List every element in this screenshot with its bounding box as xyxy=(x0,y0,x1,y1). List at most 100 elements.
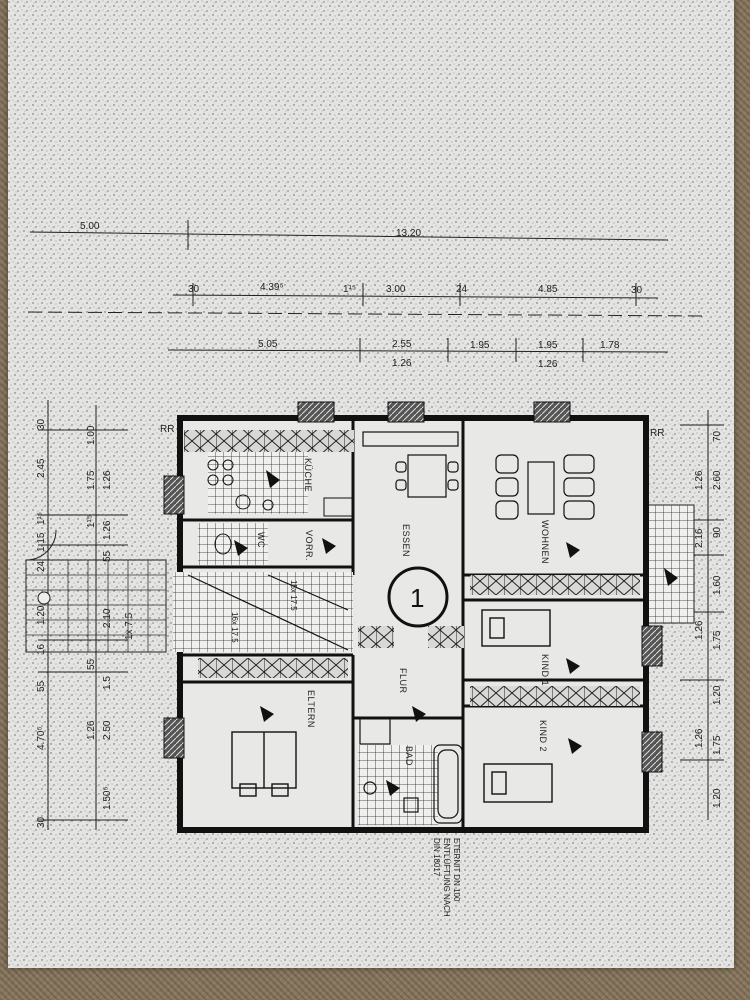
dim-row2-3: 3.00 xyxy=(386,284,406,295)
note-line-2: ENTLÜFTUNG NACH xyxy=(442,838,451,917)
dim-row2-2: 1¹⁵ xyxy=(343,284,356,295)
dim-right-0: 70 xyxy=(712,430,723,442)
bath-tiles xyxy=(358,745,438,825)
dim-top-13-20: 13.20 xyxy=(396,228,421,239)
dim-right-8: 1.20 xyxy=(712,685,723,705)
room-labels: KÜCHE WC VORR. ESSEN WOHNEN KIND 1 KIND … xyxy=(230,458,550,766)
room-kind1: KIND 1 xyxy=(540,654,550,686)
window-top-2 xyxy=(387,401,425,423)
dim-left-inner-9: 1.5 xyxy=(102,676,113,690)
dim-left-8: 4.70⁵ xyxy=(36,726,47,750)
column-1 xyxy=(358,626,394,648)
dim-right-11: 1.20 xyxy=(712,788,723,808)
dim-left-4: 24 xyxy=(36,560,47,572)
dim-right-6: 1.26 xyxy=(694,620,705,640)
dim-left-3: 1.15 xyxy=(36,532,47,552)
room-eltern: ELTERN xyxy=(306,690,316,728)
window-top-1 xyxy=(297,401,335,423)
dim-right-3: 90 xyxy=(712,526,723,538)
top-dimensions xyxy=(27,220,709,362)
dim-right-5: 1.60 xyxy=(712,575,723,595)
room-kueche: KÜCHE xyxy=(303,458,313,492)
dim-top-5-00: 5.00 xyxy=(80,221,100,232)
entrance-steps xyxy=(25,529,167,653)
building: 1 xyxy=(163,401,678,833)
stair-label-a: 15x 17.5 xyxy=(289,580,298,611)
floor-plan: 5.00 13.20 30 4.39⁵ 1¹⁵ 3.00 24 4.85 30 … xyxy=(8,0,734,968)
unit-number: 1 xyxy=(410,583,424,613)
dim-left-inner-4: 55 xyxy=(102,550,113,562)
dim-row3-4: 1.78 xyxy=(600,340,620,351)
right-dimensions xyxy=(680,410,724,820)
dim-left-inner-7: 1x 7.5 xyxy=(124,612,135,640)
window-right-2 xyxy=(641,731,663,773)
dim-left-6: 16 xyxy=(36,643,47,655)
room-flur: FLUR xyxy=(398,668,408,694)
dim-left-5: 1.20 xyxy=(36,605,47,625)
wall-band-3 xyxy=(198,658,348,678)
kitchen-tiles xyxy=(208,452,308,514)
dim-row2-5: 4.85 xyxy=(538,284,558,295)
dim-left-inner-2: 1.26 xyxy=(102,470,113,490)
dim-left-inner-10: 1.26 xyxy=(86,720,97,740)
room-bad: BAD xyxy=(404,746,414,766)
left-dimensions xyxy=(38,400,128,830)
window-top-3 xyxy=(533,401,571,423)
dim-left-7: 55 xyxy=(36,680,47,692)
dim-row3-0: 5.05 xyxy=(258,339,278,350)
dim-left-inner-5: 1.26 xyxy=(102,520,113,540)
dining-furniture xyxy=(362,431,459,498)
beds xyxy=(231,609,553,803)
room-wc: WC xyxy=(256,532,266,548)
room-kind2: KIND 2 xyxy=(538,720,548,752)
ventilation-note: ETERNIT DN 100 ENTLÜFTUNG NACH DIN 18017 xyxy=(432,838,461,917)
room-arrows xyxy=(234,470,678,796)
dim-row2-0: 30 xyxy=(188,284,200,295)
dim-left-inner-0: 1.00 xyxy=(86,425,97,445)
dim-row3-2: 1.95 xyxy=(470,340,490,351)
dim-right-7: 1.75 xyxy=(712,630,723,650)
dim-left-inner-6: 2.10 xyxy=(102,608,113,628)
dim-right-4: 2.16 xyxy=(694,528,705,548)
dim-right-2: 2.60 xyxy=(712,470,723,490)
dim-left-inner-8: 55 xyxy=(86,658,97,670)
window-left-1 xyxy=(163,475,185,515)
room-vorr: VORR. xyxy=(304,530,314,561)
dim-right-10: 1.75 xyxy=(712,735,723,755)
dim-right-1: 1.26 xyxy=(694,470,705,490)
note-line-3: DIN 18017 xyxy=(432,838,441,877)
wc-tiles xyxy=(198,523,268,565)
floor-plan-sheet: 5.00 13.20 30 4.39⁵ 1¹⁵ 3.00 24 4.85 30 … xyxy=(8,0,734,968)
dim-left-inner-3: 1¹⁵ xyxy=(86,515,97,528)
dim-row2-1: 4.39⁵ xyxy=(260,282,284,293)
dim-left-0: 30 xyxy=(36,418,47,430)
dim-row3-1: 2.55 xyxy=(392,339,412,350)
dim-left-9: 30 xyxy=(36,816,47,828)
wall-band-2 xyxy=(470,686,640,706)
dim-row2-6: 30 xyxy=(631,285,643,296)
dim-row3-sub-0: 1.26 xyxy=(392,358,412,369)
window-right-1 xyxy=(641,625,663,667)
dim-row2-4: 24 xyxy=(456,284,468,295)
terrace-right xyxy=(641,504,695,624)
dim-left-2: 1¹⁵ xyxy=(36,512,47,525)
room-essen: ESSEN xyxy=(401,524,411,557)
column-2 xyxy=(428,626,464,648)
dim-left-inner-12: 1.50⁵ xyxy=(102,786,113,810)
corner-label-left: RR xyxy=(160,424,174,435)
note-line-1: ETERNIT DN 100 xyxy=(452,838,461,902)
kitchen-counter xyxy=(184,430,354,452)
bath-fixtures xyxy=(359,717,463,824)
unit-circle xyxy=(387,566,449,628)
dim-row3-sub-1: 1.26 xyxy=(538,359,558,370)
dim-row3-3: 1.95 xyxy=(538,340,558,351)
wall-band-1 xyxy=(470,575,640,595)
stair-label-b: 16x 17.5 xyxy=(230,612,239,643)
dim-left-inner-11: 2.50 xyxy=(102,720,113,740)
living-furniture xyxy=(495,454,595,520)
corner-label-right: RR xyxy=(650,428,664,439)
dim-left-inner-1: 1.75 xyxy=(86,470,97,490)
dim-right-9: 1.26 xyxy=(694,728,705,748)
room-wohnen: WOHNEN xyxy=(540,520,550,564)
window-left-2 xyxy=(163,717,185,759)
